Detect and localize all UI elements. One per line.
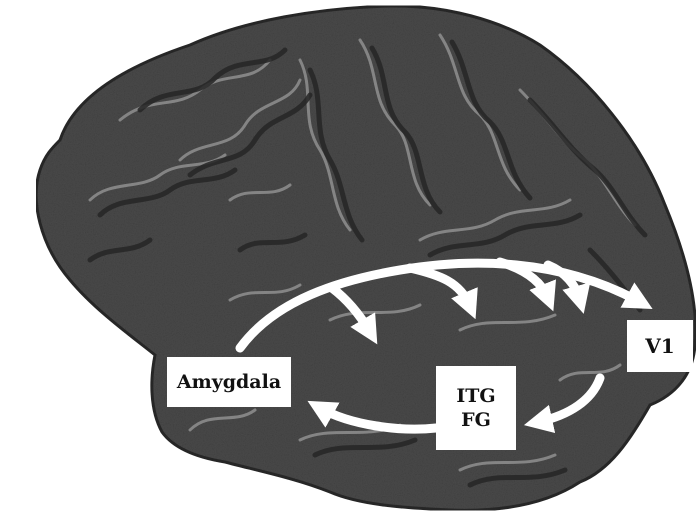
- v1-label: V1: [627, 320, 693, 372]
- amygdala-label-text: Amygdala: [177, 371, 281, 393]
- fg-label-text: FG: [461, 408, 491, 432]
- v1-label-text: V1: [645, 334, 674, 358]
- itg-label-text: ITG: [456, 384, 495, 408]
- amygdala-label: Amygdala: [167, 357, 291, 407]
- itg-fg-label: ITG FG: [436, 366, 516, 450]
